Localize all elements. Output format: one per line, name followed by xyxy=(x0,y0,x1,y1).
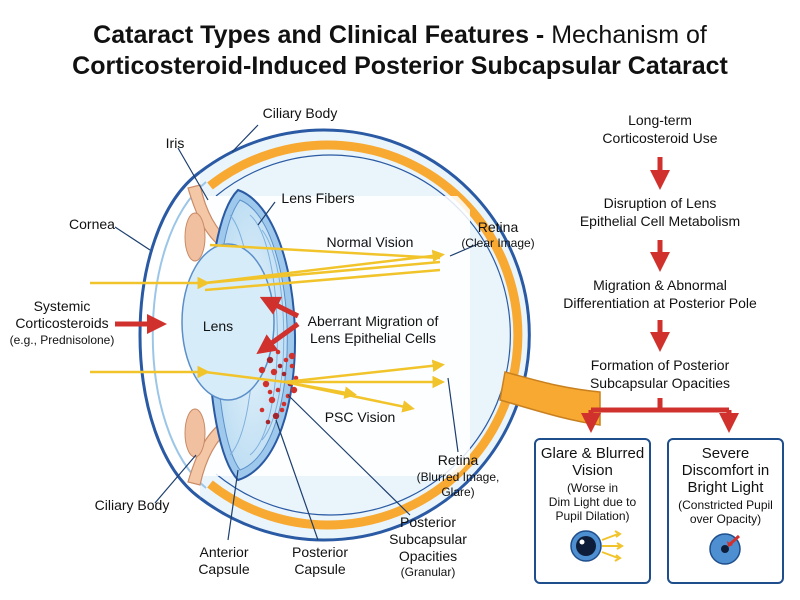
flow-step3-line1: Migration & Abnormal xyxy=(593,277,727,293)
discomfort-sub-2: over Opacity) xyxy=(689,512,762,526)
opacity-granule xyxy=(283,357,289,363)
flow-step4-line1: Formation of Posterior xyxy=(591,357,730,373)
opacity-granule xyxy=(279,407,285,413)
flow-step1-line2: Corticosteroid Use xyxy=(602,130,717,146)
label-retina-bottom-sub-1: (Blurred Image, xyxy=(417,470,500,484)
label-anterior-1: Anterior xyxy=(199,544,248,560)
psc-ray-4 xyxy=(284,380,357,399)
opacity-granule xyxy=(275,387,281,393)
opacity-granule xyxy=(266,356,274,364)
flow-step2-line1: Disruption of Lens xyxy=(604,195,717,211)
label-systemic-2: Corticosteroids xyxy=(15,315,108,331)
opacity-granule xyxy=(281,371,287,377)
constricted-pupil-eye-icon xyxy=(709,533,741,565)
label-normal-vision: Normal Vision xyxy=(327,234,414,250)
retina-inner xyxy=(215,154,511,516)
opacity-granule xyxy=(289,363,295,369)
normal-ray-2 xyxy=(204,260,441,285)
label-lens: Lens xyxy=(203,318,233,334)
label-retina-bottom: Retina xyxy=(438,452,479,468)
label-aberrant-1: Aberrant Migration of xyxy=(308,313,439,329)
label-iris: Iris xyxy=(166,135,185,151)
title-line1-normal: Mechanism of xyxy=(551,21,707,49)
discomfort-title-2: Discomfort in xyxy=(681,462,770,479)
cornea xyxy=(138,170,201,500)
normal-ray-3 xyxy=(204,268,441,292)
opacity-granule xyxy=(288,352,296,360)
opacity-granule xyxy=(259,407,265,413)
glare-sub-2: Dim Light due to xyxy=(548,495,637,509)
opacity-granule xyxy=(281,401,287,407)
label-posterior-1: Posterior xyxy=(292,544,348,560)
label-systemic-1: Systemic xyxy=(34,298,91,314)
flow-step2-line2: Epithelial Cell Metabolism xyxy=(580,213,740,229)
label-psco-4: (Granular) xyxy=(401,565,456,579)
psc-ray-in xyxy=(204,370,286,384)
title-line2: Corticosteroid-Induced Posterior Subcaps… xyxy=(72,52,728,80)
opacity-granule xyxy=(268,396,276,404)
optic-nerve xyxy=(499,371,601,426)
opacity-granule xyxy=(262,380,270,388)
label-lens-fibers: Lens Fibers xyxy=(281,190,354,206)
dilated-pupil-eye-icon xyxy=(570,530,624,562)
opacity-granule xyxy=(272,412,280,420)
label-retina-top-sub: (Clear Image) xyxy=(461,236,534,250)
ciliary-body-upper xyxy=(184,212,206,262)
migration-arrow-down xyxy=(256,321,300,355)
eye-labels: Ciliary Body Iris Lens Fibers Cornea Ret… xyxy=(10,105,535,579)
glare-title-1: Glare & Blurred xyxy=(540,445,645,462)
label-retina-bottom-sub-2: Glare) xyxy=(441,485,474,499)
opacity-granule xyxy=(277,363,283,369)
ciliary-body-lower xyxy=(184,408,206,458)
migration-arrow-up xyxy=(259,296,300,319)
glare-sub-3: Pupil Dilation) xyxy=(555,509,630,523)
light-rays xyxy=(90,243,445,413)
label-psco-3: Opacities xyxy=(399,548,457,564)
title-line1-bold: Cataract Types and Clinical Features - xyxy=(93,21,545,49)
opacity-granule xyxy=(265,419,271,425)
page-title: Cataract Types and Clinical Features - M… xyxy=(0,20,800,82)
opacity-granule xyxy=(258,366,266,374)
opacity-granule xyxy=(290,386,298,394)
discomfort-title-3: Bright Light xyxy=(687,479,764,496)
opacity-granule xyxy=(270,368,278,376)
leader-lines xyxy=(114,124,479,541)
opacity-granule xyxy=(275,349,281,355)
outcome-box-discomfort: Severe Discomfort in Bright Light (Const… xyxy=(667,438,784,584)
outcome-box-glare: Glare & Blurred Vision (Worse in Dim Lig… xyxy=(534,438,651,584)
flow-step1-line1: Long-term xyxy=(628,112,692,128)
glare-title-2: Vision xyxy=(572,462,613,479)
label-posterior-2: Capsule xyxy=(294,561,346,577)
red-arrows xyxy=(115,296,300,355)
flowchart: Long-term Corticosteroid Use Disruption … xyxy=(563,112,757,434)
label-ciliary-body-bottom: Ciliary Body xyxy=(95,497,170,513)
discomfort-sub-1: (Constricted Pupil xyxy=(678,498,773,512)
normal-ray-4 xyxy=(209,243,441,260)
label-cornea: Cornea xyxy=(69,216,115,232)
flow-step4-line2: Subcapsular Opacities xyxy=(590,375,730,391)
opacity-granule xyxy=(293,375,299,381)
flow-step3-line2: Differentiation at Posterior Pole xyxy=(563,295,757,311)
label-ciliary-body-top: Ciliary Body xyxy=(263,105,338,121)
opacity-granule xyxy=(285,393,291,399)
label-psco-2: Subcapsular xyxy=(389,531,467,547)
label-retina-top: Retina xyxy=(478,219,519,235)
opacity-granule xyxy=(267,389,273,395)
label-psc-vision: PSC Vision xyxy=(325,409,396,425)
glare-sub-1: (Worse in xyxy=(566,481,619,495)
flow-branch xyxy=(591,398,729,413)
discomfort-title-1: Severe xyxy=(701,445,750,462)
label-psco-1: Posterior xyxy=(400,514,456,530)
choroid-band xyxy=(207,140,523,530)
label-anterior-2: Capsule xyxy=(198,561,250,577)
label-aberrant-2: Lens Epithelial Cells xyxy=(310,330,436,346)
psc-ray-1 xyxy=(284,359,445,384)
label-systemic-3: (e.g., Prednisolone) xyxy=(10,333,115,347)
